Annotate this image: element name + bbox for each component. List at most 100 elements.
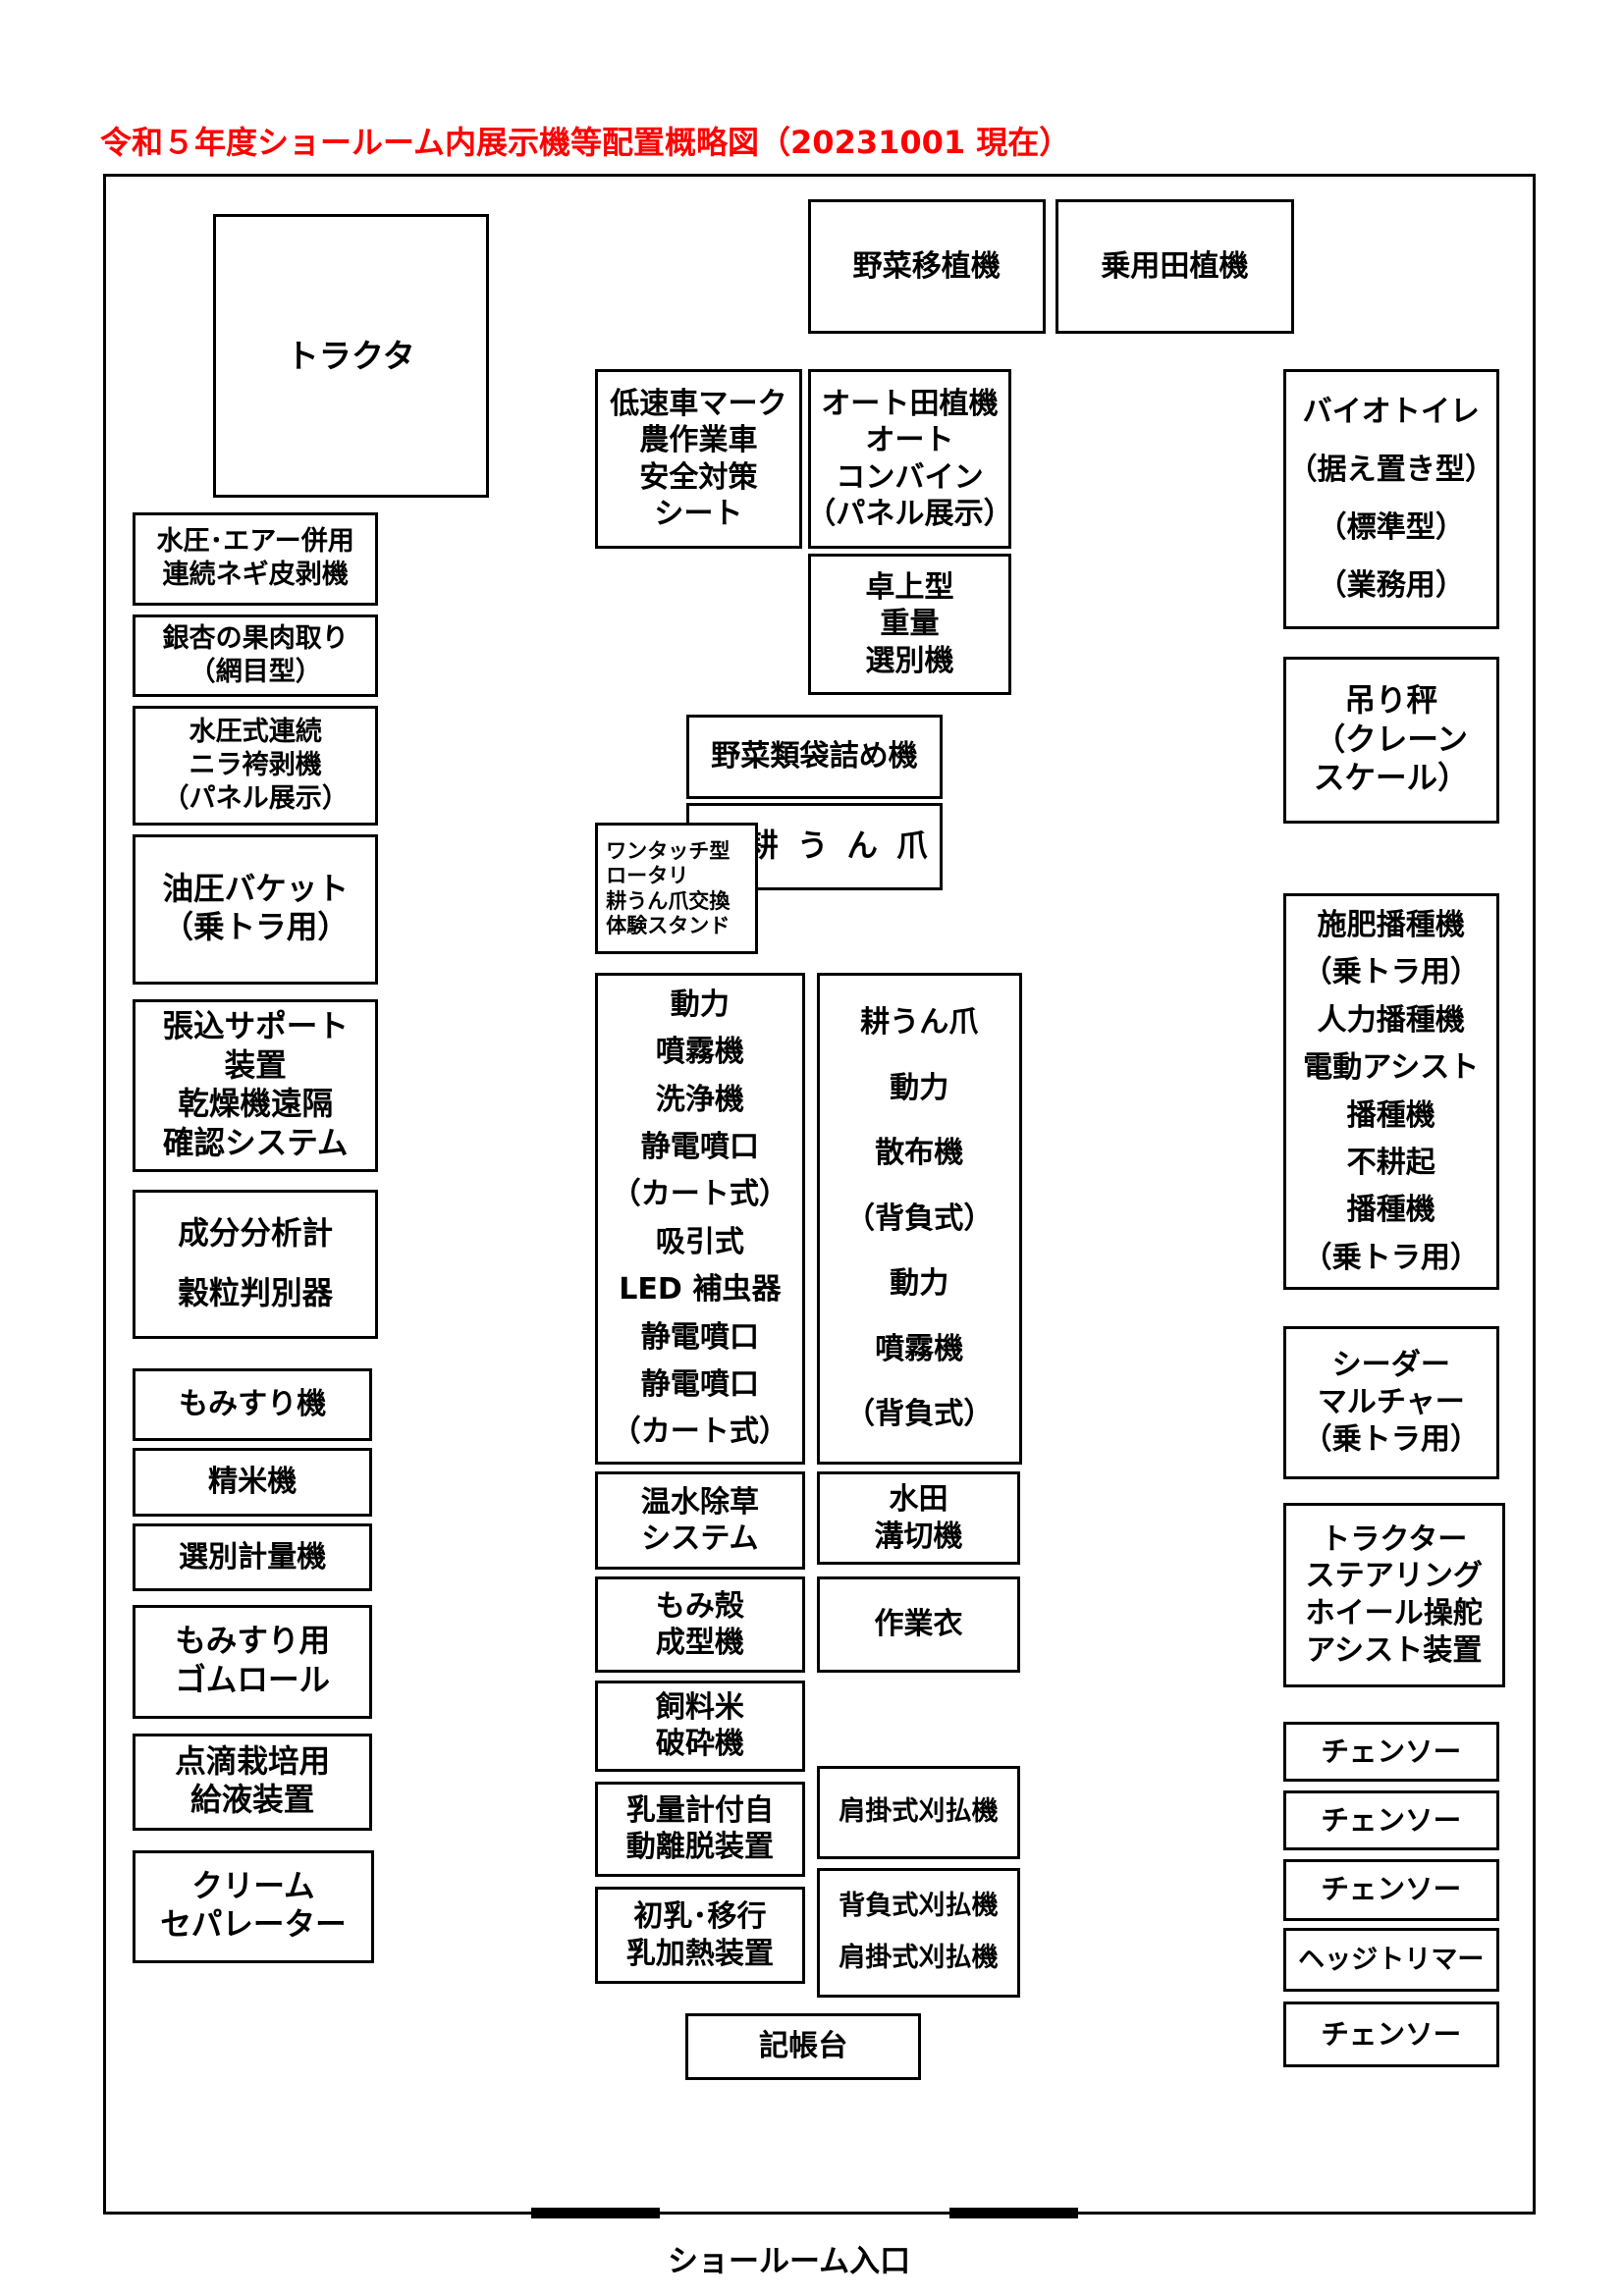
exhibit-box: 野菜移植機 bbox=[807, 199, 1046, 334]
exhibit-label-line: （パネル展示） bbox=[806, 497, 1013, 532]
exhibit-label-line: 耕うん爪 bbox=[860, 1005, 979, 1041]
exhibit-box: 記帳台 bbox=[684, 2013, 922, 2081]
exhibit-label-line: 動力 bbox=[890, 1266, 949, 1302]
exhibit-label-line: 播種機 bbox=[1346, 1193, 1435, 1228]
exhibit-label-line: （乗トラ用） bbox=[1302, 955, 1480, 990]
exhibit-label-line: ホイール操舵 bbox=[1305, 1596, 1483, 1631]
exhibit-label-line: 肩掛式刈払機 bbox=[839, 1943, 999, 1974]
exhibit-label-line: 施肥播種機 bbox=[1317, 907, 1465, 942]
exhibit-label-line: 電動アシスト bbox=[1303, 1050, 1480, 1086]
exhibit-label-line: トラクタ bbox=[286, 336, 415, 375]
exhibit-box: 卓上型重量選別機 bbox=[807, 554, 1012, 696]
exhibit-box: 乳量計付自動離脱装置 bbox=[595, 1782, 805, 1877]
exhibit-label-line: チェンソー bbox=[1321, 1872, 1462, 1906]
exhibit-label-line: 噴霧機 bbox=[875, 1331, 964, 1366]
exhibit-label-line: 散布機 bbox=[875, 1136, 964, 1171]
exhibit-label-line: 人力播種機 bbox=[1317, 1002, 1465, 1038]
exhibit-label-line: 野菜移植機 bbox=[852, 248, 1001, 284]
exhibit-label-line: 体験スタンド bbox=[606, 912, 731, 937]
exhibit-box: 点滴栽培用給液装置 bbox=[133, 1733, 372, 1831]
exhibit-label-line: （標準型） bbox=[1317, 510, 1465, 546]
showroom-floor-outline bbox=[103, 174, 1536, 2215]
exhibit-box: 張込サポート装置乾燥機遠隔確認システム bbox=[133, 999, 379, 1173]
exhibit-label-line: 成型機 bbox=[655, 1626, 745, 1661]
exhibit-box: 作業衣 bbox=[816, 1576, 1021, 1674]
exhibit-label-line: シート bbox=[654, 497, 743, 532]
exhibit-label-line: 溝切機 bbox=[874, 1519, 963, 1554]
exhibit-label-line: （乗トラ用） bbox=[162, 910, 349, 946]
entrance-door-left bbox=[531, 2208, 660, 2218]
page-title: 令和５年度ショールーム内展示機等配置概略図（20231001 現在） bbox=[100, 124, 1071, 161]
exhibit-label-line: 吸引式 bbox=[655, 1224, 745, 1259]
exhibit-label-line: チェンソー bbox=[1321, 2016, 1462, 2051]
exhibit-label-line: もみ殻 bbox=[655, 1588, 745, 1624]
exhibit-label-line: 洗浄機 bbox=[655, 1082, 745, 1117]
exhibit-label-line: 点滴栽培用 bbox=[175, 1743, 331, 1780]
exhibit-box: もみすり用ゴムロール bbox=[133, 1604, 372, 1719]
exhibit-label-line: 低速車マーク bbox=[610, 386, 787, 421]
exhibit-label-line: バイオトイレ bbox=[1302, 394, 1480, 429]
exhibit-label-line: 水圧式連続 bbox=[189, 717, 322, 748]
exhibit-box: 吊り秤（クレーンスケール） bbox=[1282, 657, 1499, 825]
exhibit-box: 乗用田植機 bbox=[1056, 199, 1294, 334]
exhibit-box: 精米機 bbox=[133, 1448, 372, 1517]
exhibit-label-line: 張込サポート bbox=[162, 1009, 349, 1045]
exhibit-label-line: 噴霧機 bbox=[655, 1035, 745, 1070]
exhibit-label-line: トラクター bbox=[1321, 1522, 1468, 1557]
exhibit-label-line: 動力 bbox=[670, 987, 730, 1022]
exhibit-box: チェンソー bbox=[1282, 1790, 1499, 1850]
exhibit-box: チェンソー bbox=[1282, 1721, 1499, 1783]
exhibit-label-line: チェンソー bbox=[1321, 1734, 1462, 1768]
exhibit-label-line: （背負式） bbox=[845, 1201, 994, 1236]
exhibit-box: 耕うん爪動力散布機（背負式）動力噴霧機（背負式） bbox=[816, 973, 1022, 1465]
exhibit-label-line: ワンタッチ型 bbox=[606, 838, 731, 864]
exhibit-label-line: オート bbox=[865, 423, 954, 458]
exhibit-label-line: ニラ袴剥機 bbox=[189, 749, 322, 780]
exhibit-label-line: 播種機 bbox=[1346, 1097, 1435, 1133]
exhibit-label-line: 精米機 bbox=[208, 1465, 298, 1500]
exhibit-box: オート田植機オートコンバイン（パネル展示） bbox=[806, 369, 1013, 550]
exhibit-box: 初乳･移行乳加熱装置 bbox=[595, 1887, 805, 1985]
exhibit-label-line: 成分分析計 bbox=[178, 1215, 334, 1252]
exhibit-label-line: コンバイン bbox=[836, 459, 984, 495]
exhibit-label-line: マルチャー bbox=[1317, 1384, 1465, 1419]
exhibit-label-line: チェンソー bbox=[1321, 1802, 1462, 1837]
exhibit-box: 温水除草システム bbox=[595, 1471, 805, 1570]
exhibit-box: 水圧式連続ニラ袴剥機（パネル展示） bbox=[133, 705, 379, 826]
exhibit-box: 油圧バケット（乗トラ用） bbox=[133, 833, 379, 986]
exhibit-label-line: 動離脱装置 bbox=[625, 1830, 775, 1865]
exhibit-label-line: システム bbox=[641, 1522, 759, 1557]
exhibit-label-line: ロータリ bbox=[606, 863, 689, 888]
exhibit-label-line: 静電噴口 bbox=[640, 1319, 760, 1355]
exhibit-label-line: 卓上型 bbox=[865, 569, 954, 605]
exhibit-label-line: （乗トラ用） bbox=[1302, 1421, 1480, 1457]
exhibit-box: バイオトイレ（据え置き型）（標準型）（業務用） bbox=[1282, 369, 1499, 629]
exhibit-box: チェンソー bbox=[1282, 2002, 1499, 2067]
exhibit-box: 水圧･エアー併用連続ネギ皮剥機 bbox=[133, 511, 379, 606]
exhibit-box: 野菜類袋詰め機 bbox=[686, 714, 943, 799]
exhibit-label-line: 水圧･エアー併用 bbox=[156, 526, 354, 558]
exhibit-label-line: 背負式刈払機 bbox=[839, 1891, 999, 1922]
exhibit-label-line: 乾燥機遠隔 bbox=[178, 1087, 334, 1123]
exhibit-label-line: 不耕起 bbox=[1346, 1146, 1435, 1181]
exhibit-label-line: 乗用田植機 bbox=[1101, 248, 1249, 284]
exhibit-box: もみ殻成型機 bbox=[595, 1576, 805, 1674]
exhibit-label-line: 記帳台 bbox=[759, 2029, 848, 2064]
exhibit-box: 飼料米破砕機 bbox=[595, 1680, 805, 1772]
exhibit-label-line: アシスト装置 bbox=[1306, 1632, 1483, 1668]
exhibit-label-line: 安全対策 bbox=[639, 459, 758, 495]
exhibit-label-line: （据え置き型） bbox=[1287, 452, 1495, 487]
exhibit-label-line: 耕 う ん 爪 bbox=[747, 828, 932, 864]
entrance-door-right bbox=[949, 2208, 1078, 2218]
exhibit-label-line: 連続ネギ皮剥機 bbox=[162, 560, 349, 591]
exhibit-box: 低速車マーク農作業車安全対策シート bbox=[595, 369, 802, 550]
exhibit-label-line: （クレーン bbox=[1314, 721, 1468, 758]
exhibit-label-line: 乳加熱装置 bbox=[625, 1936, 775, 1971]
exhibit-label-line: 油圧バケット bbox=[162, 871, 349, 907]
exhibit-label-line: （カート式） bbox=[611, 1177, 789, 1212]
exhibit-label-line: 初乳･移行 bbox=[633, 1899, 767, 1935]
exhibit-label-line: （背負式） bbox=[845, 1397, 994, 1432]
exhibit-box: もみすり機 bbox=[133, 1368, 372, 1441]
exhibit-label-line: 穀粒判別器 bbox=[178, 1276, 334, 1312]
